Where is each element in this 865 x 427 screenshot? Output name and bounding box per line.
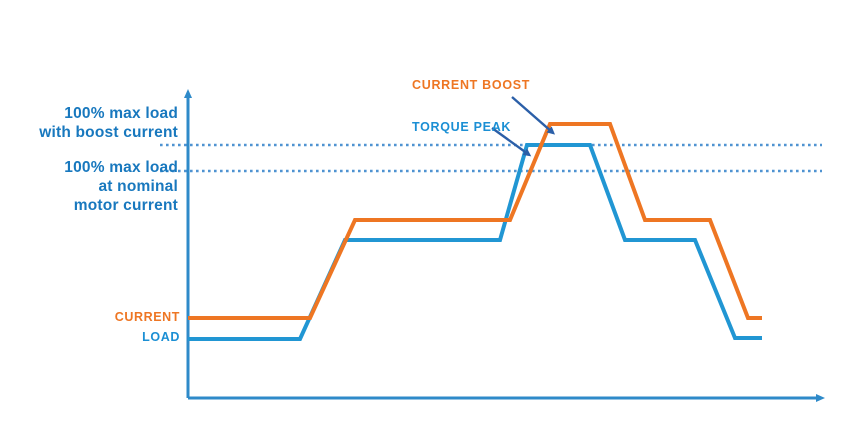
reference-label-nominal: 100% max load at nominal motor current	[10, 158, 178, 215]
series-label-current: CURRENT	[114, 310, 180, 324]
series-current-line	[188, 122, 762, 320]
current-boost-arrow	[511, 96, 556, 135]
reference-label-nominal-line1: 100% max load	[64, 159, 178, 176]
reference-label-nominal-line2: at nominal	[98, 178, 178, 195]
series-label-load: LOAD	[142, 330, 180, 344]
reference-label-boost: 100% max load with boost current	[10, 104, 178, 142]
annotation-current-boost: CURRENT BOOST	[412, 78, 531, 92]
reference-label-nominal-line3: motor current	[73, 197, 178, 214]
series-load-line	[188, 143, 762, 341]
annotation-torque-peak: TORQUE PEAK	[412, 120, 512, 134]
torque-peak-arrow	[491, 127, 532, 157]
reference-label-boost-line2: with boost current	[39, 124, 178, 141]
reference-label-boost-line1: 100% max load	[64, 105, 178, 122]
